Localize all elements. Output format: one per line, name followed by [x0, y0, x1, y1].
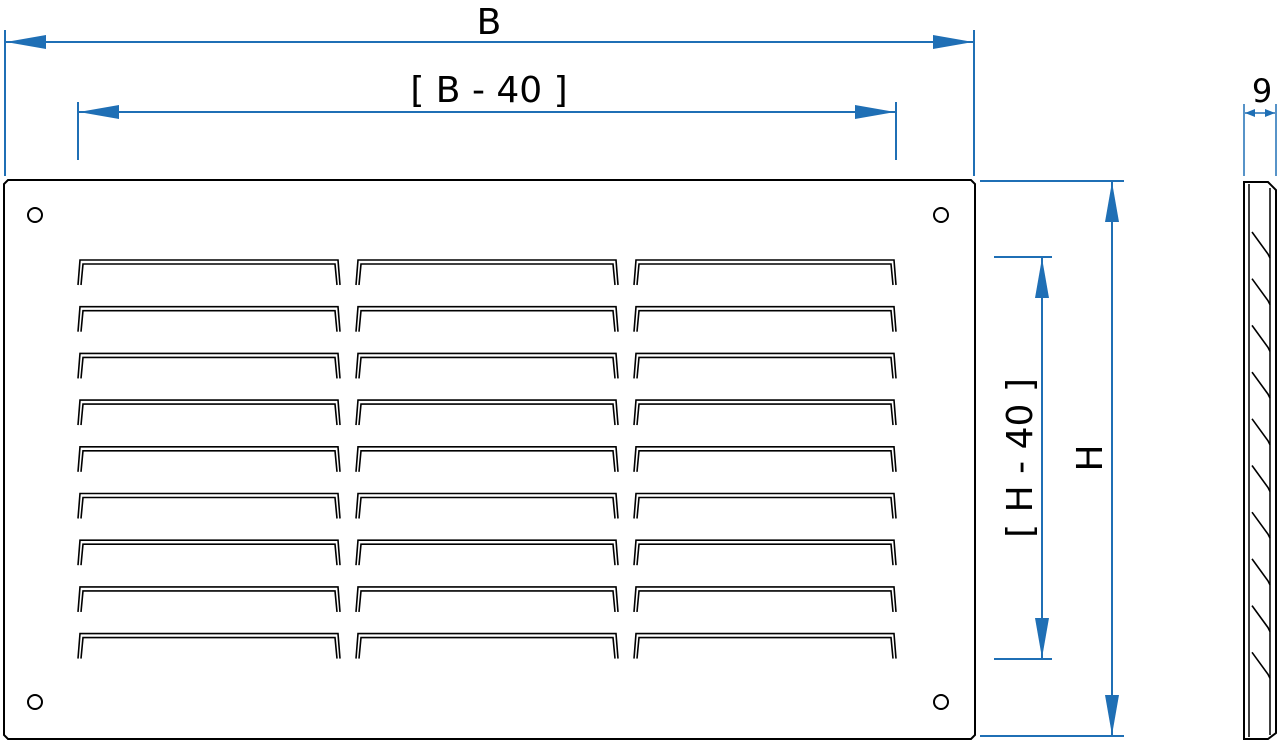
side-view: 9 — [1243, 72, 1277, 740]
side-louver-slats — [1251, 231, 1271, 679]
louver-slat — [77, 399, 341, 426]
mounting-hole-top-left — [27, 207, 43, 223]
side-slat — [1251, 465, 1271, 492]
louver-slat — [77, 492, 341, 519]
louver-grid — [77, 259, 897, 659]
louver-slat — [355, 305, 619, 332]
louver-slat — [633, 305, 897, 332]
louver-slat — [355, 446, 619, 472]
mounting-hole-bottom-right — [933, 694, 949, 710]
louver-slat — [355, 539, 619, 566]
label-inner-height: [ H - 40 ] — [1000, 378, 1041, 538]
louver-slat — [77, 305, 341, 332]
label-overall-height: H — [1070, 444, 1111, 471]
side-slat — [1251, 278, 1271, 306]
side-slat — [1251, 605, 1271, 632]
label-depth: 9 — [1252, 72, 1272, 110]
louver-slat — [355, 632, 619, 659]
louver-slat — [633, 399, 897, 426]
louver-slat — [77, 586, 341, 612]
grille-plate-outline — [3, 179, 976, 740]
louver-slat — [77, 446, 341, 472]
side-slat — [1251, 324, 1271, 352]
louver-slat — [77, 259, 341, 286]
side-frame-outline — [1243, 181, 1277, 740]
louver-slat — [633, 539, 897, 566]
louver-slat — [633, 492, 897, 519]
dimension-lines: B [ B - 40 ] H [ H - 40 ] — [4, 2, 1124, 737]
louver-slat — [633, 586, 897, 612]
louver-slat — [355, 399, 619, 426]
side-slat — [1251, 558, 1271, 586]
louver-slat — [633, 446, 897, 472]
label-inner-width: [ B - 40 ] — [410, 70, 567, 111]
front-view — [3, 179, 976, 740]
louver-slat — [77, 352, 341, 379]
louver-slat — [355, 259, 619, 286]
louver-slat — [77, 539, 341, 566]
louver-slat — [633, 352, 897, 379]
side-slat — [1251, 511, 1271, 539]
louver-slat — [77, 632, 341, 659]
side-slat — [1251, 231, 1271, 259]
label-overall-width: B — [477, 2, 502, 43]
side-slat — [1251, 418, 1271, 446]
side-slat — [1251, 371, 1271, 399]
louver-slat — [355, 492, 619, 519]
louver-slat — [355, 352, 619, 379]
louver-slat — [633, 632, 897, 659]
mounting-hole-bottom-left — [27, 694, 43, 710]
side-slat — [1251, 651, 1271, 679]
mounting-hole-top-right — [933, 207, 949, 223]
louver-slat — [355, 586, 619, 612]
louver-slat — [633, 259, 897, 286]
